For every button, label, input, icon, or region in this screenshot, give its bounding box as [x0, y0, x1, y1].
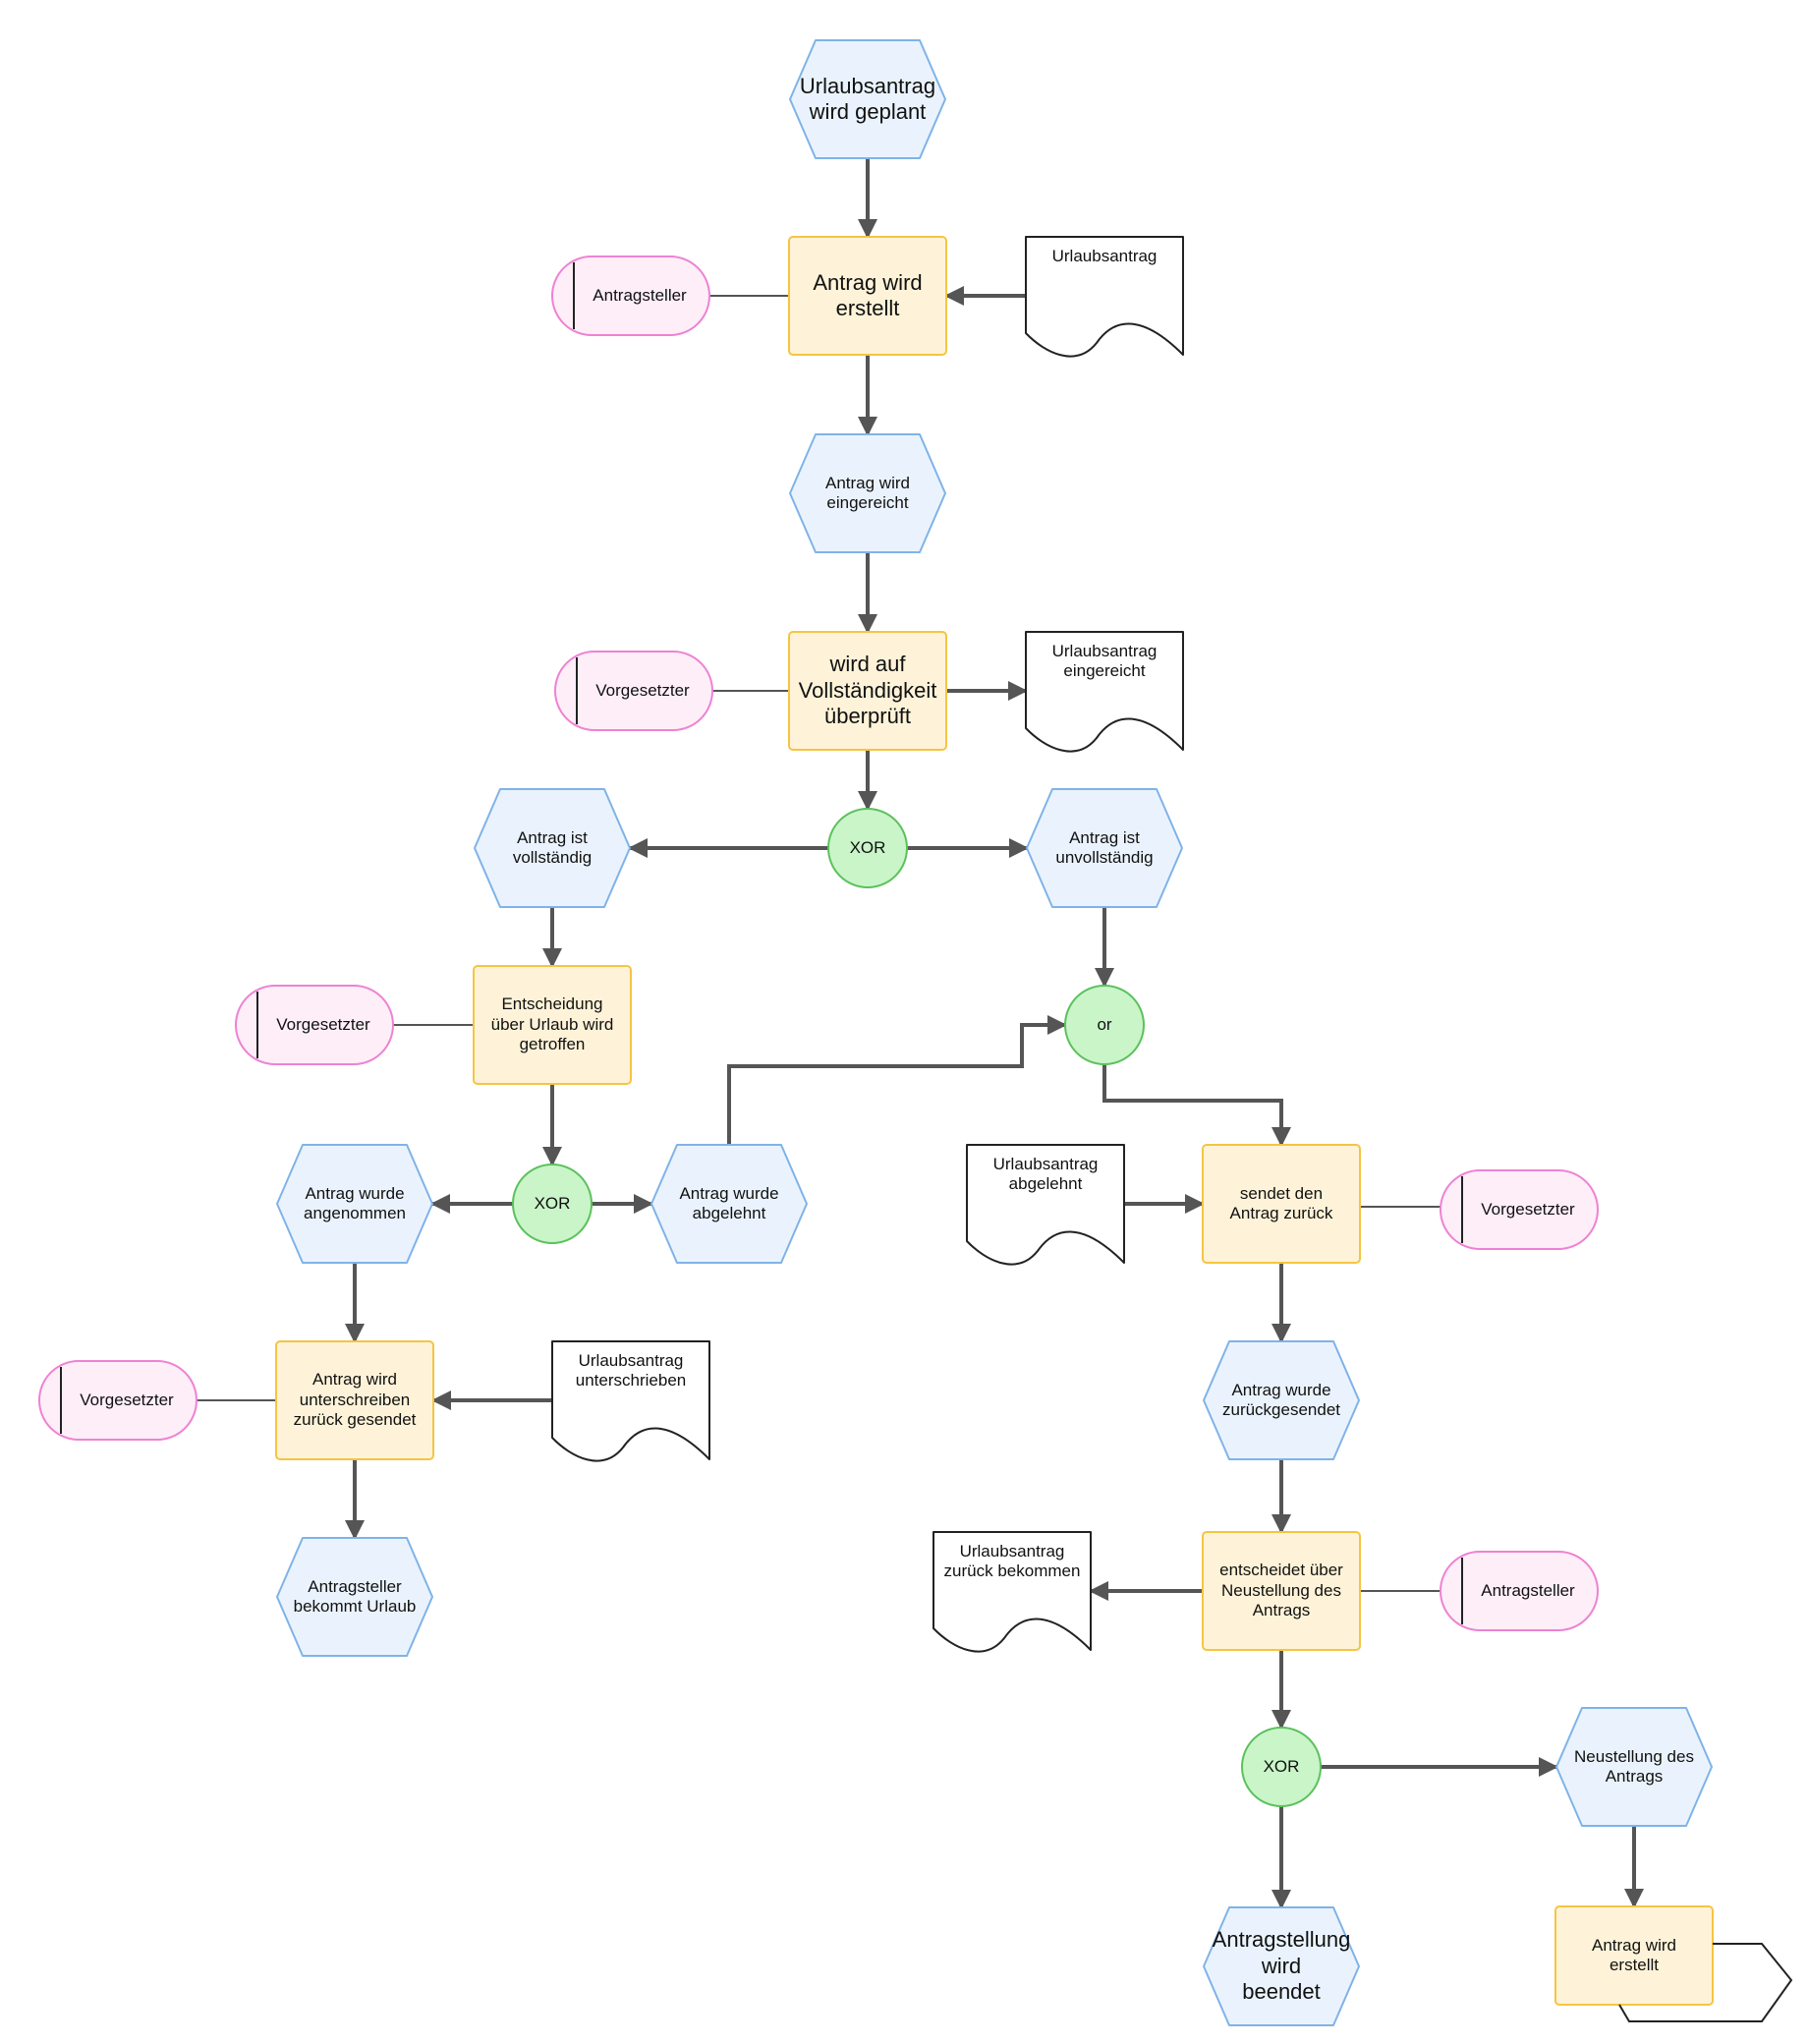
role-pill [1440, 1169, 1599, 1250]
event-e_planned[interactable] [789, 39, 946, 159]
gateway-circle [827, 808, 908, 888]
document-d_back[interactable] [932, 1531, 1092, 1653]
function-f_sendback[interactable] [1202, 1144, 1361, 1264]
function-box [1202, 1144, 1361, 1264]
function-f_create[interactable] [788, 236, 947, 356]
gateway-circle [512, 1164, 593, 1244]
event-hexagon [789, 433, 946, 553]
event-hexagon [1203, 1906, 1360, 2026]
role-pill [38, 1360, 198, 1441]
edge-e_rejected-to-g_or [727, 1015, 1067, 1145]
function-box [473, 965, 632, 1085]
document-d_submitted[interactable] [1025, 631, 1184, 753]
document-shape [1025, 236, 1184, 358]
function-f_create2[interactable] [1554, 1905, 1793, 2022]
nodes-layer [38, 39, 1793, 2026]
event-hexagon [1203, 1340, 1360, 1460]
function-box [788, 236, 947, 356]
document-shape [966, 1144, 1125, 1266]
event-e_rejected[interactable] [650, 1144, 808, 1264]
role-pill [1440, 1551, 1599, 1631]
function-f_decide[interactable] [473, 965, 632, 1085]
role-r_applicant2[interactable] [1440, 1551, 1599, 1631]
document-d_rejected[interactable] [966, 1144, 1125, 1266]
event-e_accepted[interactable] [276, 1144, 433, 1264]
role-r_super2[interactable] [235, 985, 394, 1065]
role-r_applicant1[interactable] [551, 256, 710, 336]
gateway-circle [1241, 1727, 1322, 1807]
function-box [1554, 1905, 1714, 2006]
role-pill [554, 651, 713, 731]
role-r_super1[interactable] [554, 651, 713, 731]
document-shape [551, 1340, 710, 1462]
document-shape [932, 1531, 1092, 1653]
function-f_check[interactable] [788, 631, 947, 751]
event-hexagon [789, 39, 946, 159]
event-e_submitted[interactable] [789, 433, 946, 553]
gateway-g_xor2[interactable] [512, 1164, 593, 1244]
function-box [275, 1340, 434, 1460]
document-d_signed[interactable] [551, 1340, 710, 1462]
gateway-g_xor1[interactable] [827, 808, 908, 888]
function-box [788, 631, 947, 751]
event-hexagon [650, 1144, 808, 1264]
event-e_returned[interactable] [1203, 1340, 1360, 1460]
role-r_super4[interactable] [38, 1360, 198, 1441]
event-e_complete[interactable] [474, 788, 631, 908]
event-e_end[interactable] [1203, 1906, 1360, 2026]
process-path-connector-icon [1618, 1943, 1793, 2022]
event-hexagon [276, 1537, 433, 1657]
edge-g_or-to-f_sendback [1102, 1064, 1291, 1147]
event-hexagon [1026, 788, 1183, 908]
event-hexagon [474, 788, 631, 908]
event-hexagon [1555, 1707, 1713, 1827]
gateway-circle [1064, 985, 1145, 1065]
role-pill [551, 256, 710, 336]
event-e_incomplete[interactable] [1026, 788, 1183, 908]
function-f_redecide[interactable] [1202, 1531, 1361, 1651]
document-d_form[interactable] [1025, 236, 1184, 358]
function-box [1202, 1531, 1361, 1651]
role-pill [235, 985, 394, 1065]
role-r_super3[interactable] [1440, 1169, 1599, 1250]
gateway-g_xor3[interactable] [1241, 1727, 1322, 1807]
event-hexagon [276, 1144, 433, 1264]
document-shape [1025, 631, 1184, 753]
event-e_new[interactable] [1555, 1707, 1713, 1827]
gateway-g_or[interactable] [1064, 985, 1145, 1065]
edges-layer [197, 158, 1644, 1909]
function-f_sign[interactable] [275, 1340, 434, 1460]
event-e_vacation[interactable] [276, 1537, 433, 1657]
